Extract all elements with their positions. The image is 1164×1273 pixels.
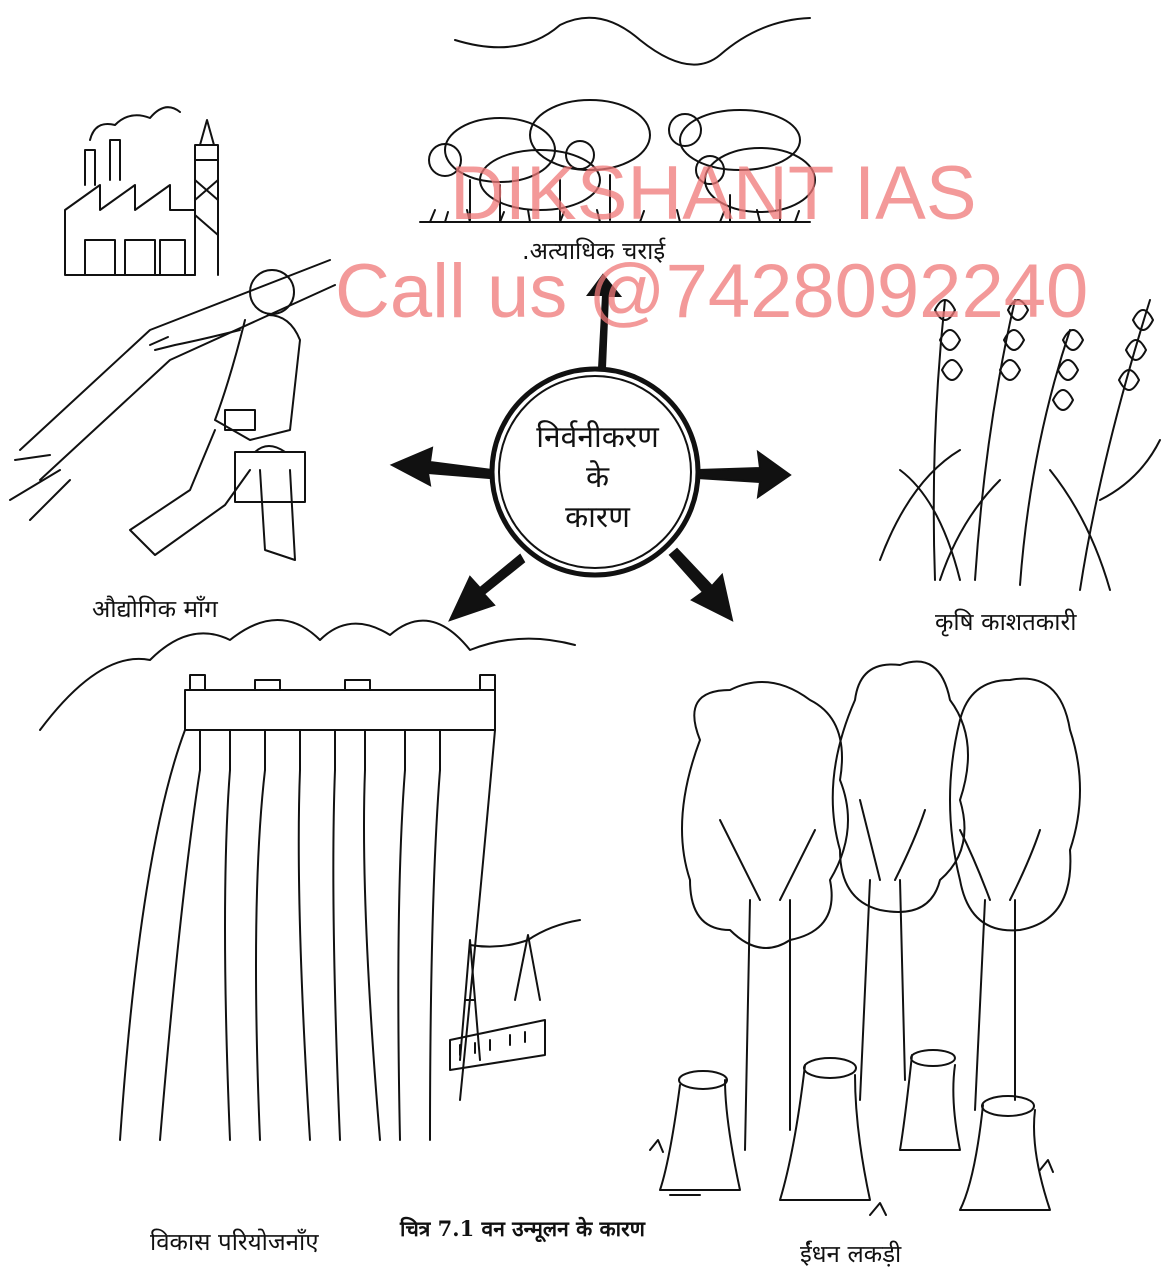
agriculture-illustration <box>880 300 1160 590</box>
watermark-line2: Call us @7428092240 <box>335 248 1088 335</box>
label-industrial-demand: औद्योगिक माँग <box>92 592 218 625</box>
center-title-line1: निर्वनीकरण <box>500 418 695 458</box>
center-title: निर्वनीकरण के कारण <box>500 418 695 538</box>
arrow-down-right <box>670 549 732 620</box>
arrow-down-left <box>450 555 524 620</box>
label-agriculture: कृषि काशतकारी <box>935 605 1076 638</box>
label-development-projects: विकास परियोजनाँए <box>150 1225 318 1258</box>
figure-caption: चित्र 7.1 वन उन्मूलन के कारण <box>400 1215 645 1243</box>
center-title-line3: कारण <box>500 498 695 538</box>
arrow-right <box>698 452 790 497</box>
arrow-left <box>392 448 492 485</box>
industrial-demand-illustration <box>10 107 335 560</box>
development-projects-illustration <box>40 620 580 1140</box>
fuel-wood-illustration <box>650 662 1080 1215</box>
center-title-line2: के <box>500 458 695 498</box>
label-fuel-wood: ईंधन लकड़ी <box>800 1237 901 1270</box>
watermark-line1: DIKSHANT IAS <box>450 150 977 237</box>
